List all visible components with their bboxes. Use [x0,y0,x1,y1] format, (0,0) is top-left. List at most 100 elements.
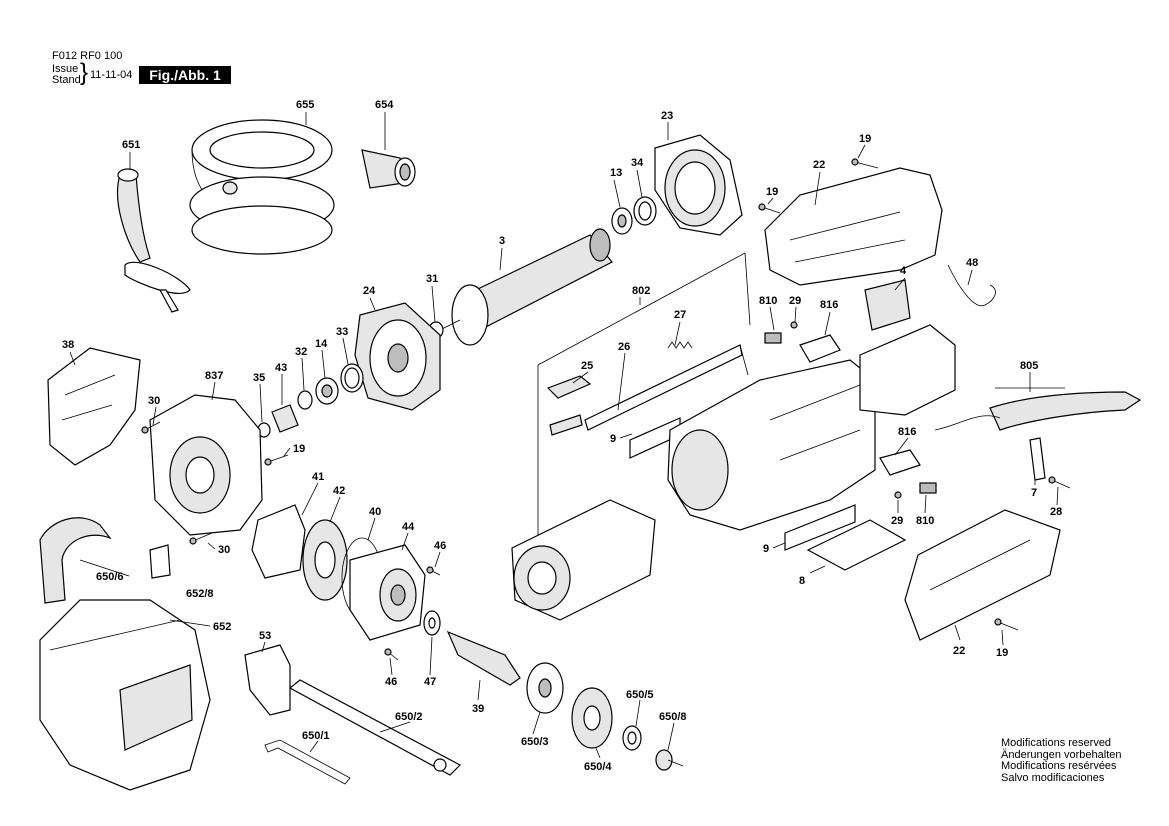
part-43-pinion [271,404,299,433]
label-22-b: 22 [953,645,965,657]
note-line-de: Änderungen vorbehalten [1001,748,1122,761]
label-652-8: 652/8 [186,588,214,600]
stand-label: Stand [52,74,81,86]
part-14-bearing [315,377,339,405]
label-46-b: 46 [385,676,397,688]
part-27-spring [667,341,693,349]
part-3-armature [439,228,613,346]
label-43: 43 [275,362,287,374]
part-23-fan-baffle [654,134,743,236]
label-650-3: 650/3 [521,736,549,748]
label-30-b: 30 [218,544,230,556]
label-9-a: 9 [610,433,616,445]
label-650-5: 650/5 [626,689,654,701]
part-46-screw-b [384,648,399,661]
part-6505-washer [622,725,642,751]
part-8-label [806,519,907,571]
part-651-handle [116,168,191,313]
part-39-spindle [446,630,521,686]
part-652-dust-guard [39,599,211,791]
part-805-cable [934,391,1142,431]
label-25: 25 [581,360,593,372]
part-7-strain-relief [1029,437,1046,481]
part-655-hose [189,119,335,255]
brace-glyph: } [80,59,89,86]
label-24: 24 [363,285,376,297]
label-47: 47 [424,676,436,688]
label-32: 32 [295,346,307,358]
label-816-b: 816 [898,426,916,438]
part-816-holder-a [799,334,841,363]
part-6528-clip [149,544,171,579]
part-29-screw-b [894,491,902,499]
label-40: 40 [369,506,381,518]
label-23: 23 [661,110,673,122]
label-48: 48 [966,257,978,269]
label-816-a: 816 [820,299,838,311]
label-650-1: 650/1 [302,730,330,742]
label-42: 42 [333,485,345,497]
leader-lines [69,112,1065,759]
label-53: 53 [259,630,271,642]
part-4-switch [864,279,911,331]
part-22-housing-bottom [904,509,1061,641]
label-31: 31 [426,273,438,285]
part-44-flange [349,544,426,641]
part-32-ring [297,390,313,410]
label-14: 14 [315,338,328,350]
part-654-adapter [361,149,416,189]
label-837: 837 [205,370,223,382]
label-810-b: 810 [916,515,934,527]
part-41-gasket [251,504,306,579]
part-6501-hex-key [264,739,351,785]
issue-date: 11-11-04 [90,69,133,81]
label-655: 655 [296,99,314,111]
callout-labels: 651 655 654 23 13 34 19 22 19 3 31 24 80… [62,99,1062,773]
label-29-b: 29 [891,515,903,527]
issue-label: Issue [52,63,79,75]
part-19-screw-c [264,454,289,466]
part-53-bracket [244,644,291,716]
label-34: 34 [631,157,644,169]
part-48-clip [947,264,996,307]
label-13: 13 [610,167,622,179]
label-654: 654 [375,99,394,111]
label-30-a: 30 [148,395,160,407]
label-28: 28 [1050,506,1062,518]
part-9-label-b [784,504,856,551]
part-6506-hose-elbow [39,517,112,604]
figure-badge: Fig./Abb. 1 [139,66,231,84]
part-6502-wrench [288,679,461,776]
label-19-b: 19 [766,186,778,198]
label-27: 27 [674,309,686,321]
part-6503-flange [526,662,564,714]
label-650-2: 650/2 [395,711,423,723]
part-810-brush-a [764,332,782,344]
part-19-screw-d [994,618,1019,631]
label-7: 7 [1031,487,1037,499]
part-19-screw-a [851,158,879,169]
part-30-screw-b [189,532,213,545]
part-29-screw-a [790,321,798,329]
part-6508-screw [655,749,684,771]
label-650-8: 650/8 [659,711,687,723]
part-24-flange [354,302,441,411]
part-13-bearing [611,207,633,235]
modifications-note: Modifications reserved Änderungen vorbeh… [1001,737,1122,784]
kit-802-outline [537,252,751,540]
label-810-a: 810 [759,295,777,307]
label-19-a: 19 [859,133,871,145]
label-44: 44 [402,521,415,533]
part-6504-nut [571,687,613,749]
label-805: 805 [1020,360,1038,372]
label-35: 35 [253,372,265,384]
part-837-gear-head [149,394,263,536]
motor-housing [667,359,876,531]
note-line-en: Modifications reserved [1001,737,1112,749]
part-46-screw-a [426,566,441,576]
part-28-screw [1048,476,1071,489]
label-9-b: 9 [763,543,769,555]
label-651: 651 [122,139,140,151]
label-39: 39 [472,703,484,715]
